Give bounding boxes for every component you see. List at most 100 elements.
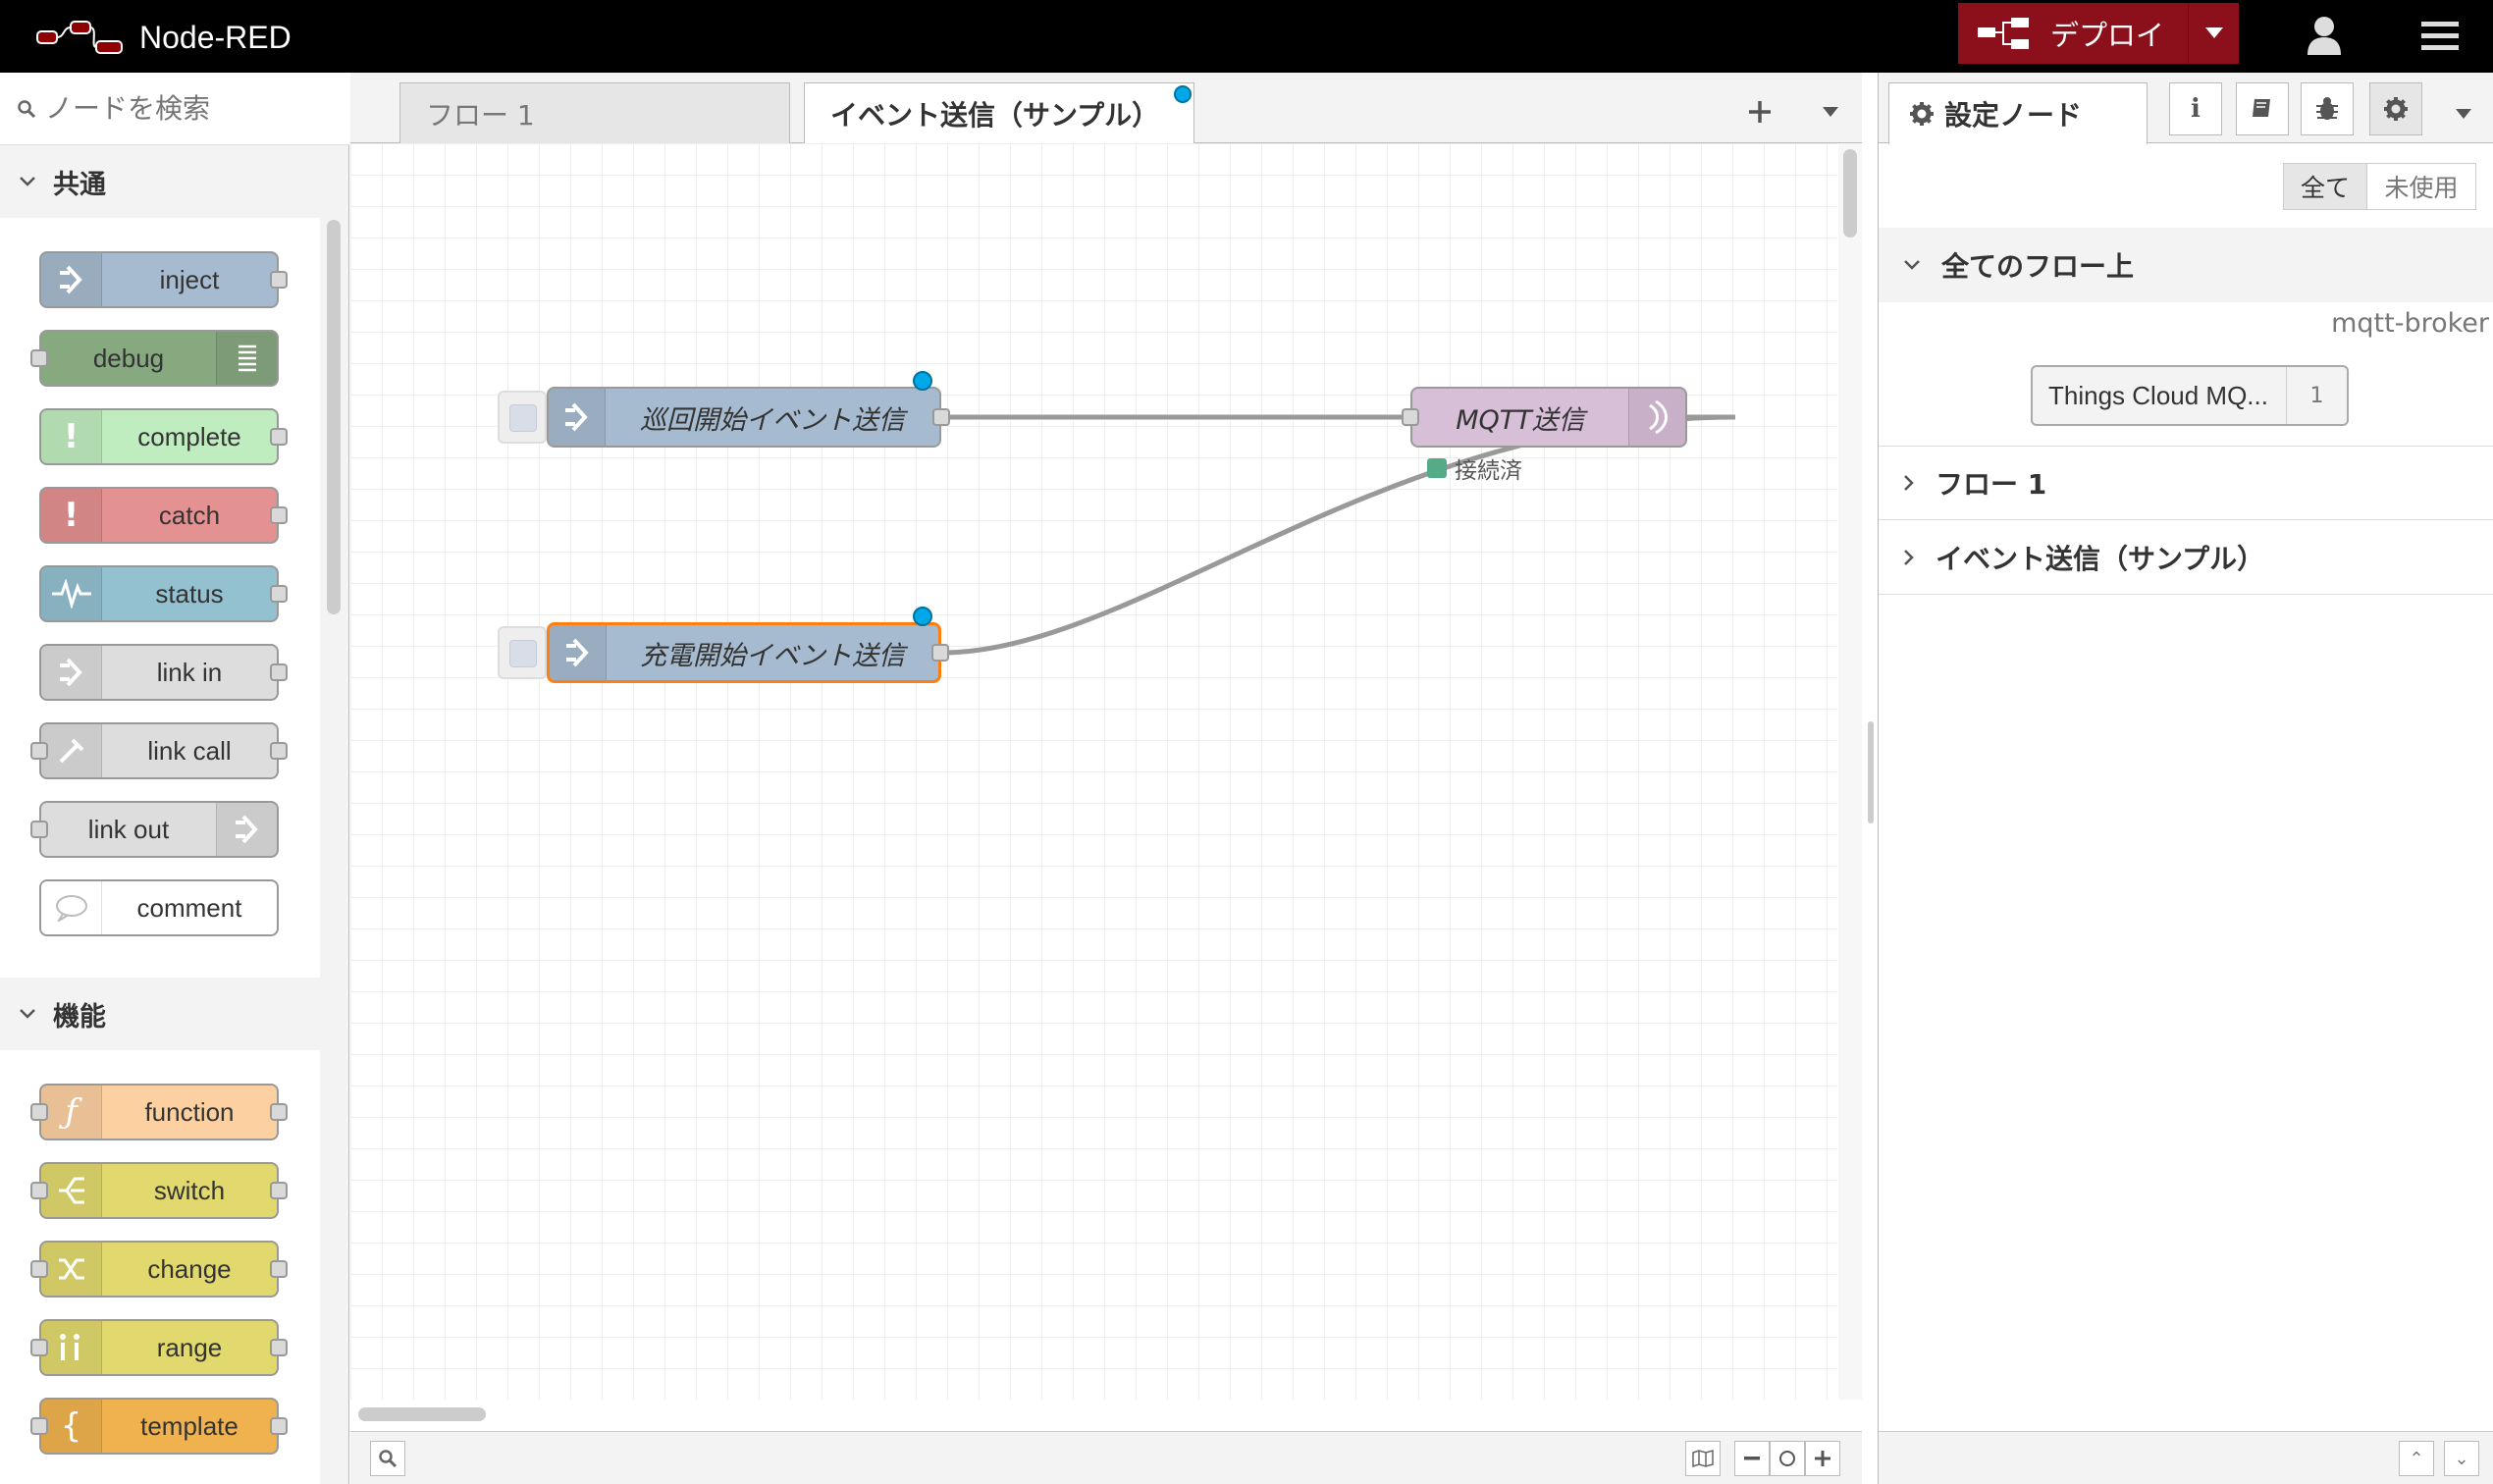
workspace-tabs: フロー 1 イベント送信（サンプル） [350, 73, 1862, 144]
search-flows-button[interactable] [370, 1441, 405, 1476]
palette-node-template[interactable]: { template [30, 1398, 288, 1455]
deploy-icon [1978, 18, 2029, 49]
config-node-usage-count: 1 [2286, 367, 2347, 424]
input-port [30, 742, 48, 760]
tab-changed-indicator [1174, 85, 1192, 103]
palette-node-debug[interactable]: debug [30, 330, 279, 387]
user-button[interactable] [2301, 12, 2348, 59]
section-label: イベント送信（サンプル） [1936, 542, 2265, 575]
flow-node-mqtt-out[interactable]: MQTT送信 [1402, 387, 1687, 448]
input-port[interactable] [1402, 408, 1419, 426]
palette-node-link-out[interactable]: link out [30, 801, 279, 858]
gear-icon [1910, 102, 1934, 126]
link-call-icon [41, 724, 102, 777]
gear-icon [2384, 97, 2408, 121]
search-icon [379, 1450, 397, 1467]
sidebar-menu-button[interactable] [2446, 96, 2481, 132]
output-port [270, 1103, 288, 1121]
palette-node-label: link out [87, 814, 170, 844]
palette-node-comment[interactable]: comment [39, 879, 279, 936]
palette-node-function[interactable]: ƒ function [30, 1084, 288, 1140]
filter-all-button[interactable]: 全て [2283, 163, 2367, 210]
zoom-out-button[interactable] [1734, 1441, 1770, 1476]
double-chevron-down-icon: ⌄ [2454, 1448, 2469, 1469]
flow-node-label: MQTT送信 [1456, 404, 1585, 436]
pulse-icon [41, 567, 102, 620]
palette-node-inject[interactable]: inject [39, 251, 288, 308]
wires-layer [941, 414, 1736, 656]
canvas-vertical-scrollbar[interactable] [1838, 143, 1862, 1400]
info-tab-button[interactable]: i [2169, 82, 2222, 135]
palette-category-function[interactable]: 機能 [0, 978, 320, 1050]
output-port [270, 742, 288, 760]
output-port[interactable] [931, 644, 949, 662]
template-icon: { [41, 1400, 102, 1453]
input-port [30, 1260, 48, 1278]
add-flow-button[interactable] [1742, 94, 1777, 130]
app-title: Node-RED [139, 19, 292, 55]
caret-down-icon [1823, 107, 1838, 117]
palette-node-range[interactable]: range [30, 1319, 288, 1376]
palette-node-complete[interactable]: ! complete [39, 408, 288, 465]
config-type-label: mqtt-broker [2331, 308, 2489, 339]
palette-scrollbar[interactable] [327, 220, 341, 614]
deploy-menu-caret[interactable] [2188, 3, 2239, 64]
flow-canvas[interactable]: 巡回開始イベント送信 充電開始イベント送信 MQTT送信 接続済 [350, 143, 1836, 1400]
palette-node-label: function [144, 1096, 235, 1127]
tab-flow-1[interactable]: フロー 1 [399, 82, 790, 143]
palette-node-label: range [156, 1332, 223, 1362]
canvas-horizontal-scrollbar[interactable] [350, 1400, 1862, 1431]
palette-node-label: complete [137, 421, 241, 451]
palette-category-common[interactable]: 共通 [0, 145, 320, 218]
palette-node-link-in[interactable]: link in [39, 644, 288, 701]
main-menu-button[interactable] [2416, 12, 2464, 59]
flow-node-patrol-start-inject[interactable]: 巡回開始イベント送信 [547, 387, 950, 448]
palette-node-label: switch [153, 1175, 226, 1205]
chevron-right-icon [1904, 474, 1914, 491]
flow-node-label: 充電開始イベント送信 [640, 640, 905, 671]
palette-node-link-call[interactable]: link call [30, 722, 288, 779]
section-event-send-sample[interactable]: イベント送信（サンプル） [1879, 520, 2493, 595]
category-label: 共通 [53, 169, 106, 200]
input-port [30, 1182, 48, 1199]
flow-list-menu-button[interactable] [1813, 94, 1848, 130]
inject-trigger-button[interactable] [498, 626, 547, 679]
palette-node-label: template [140, 1410, 239, 1441]
palette-node-label: comment [136, 892, 242, 923]
info-icon: i [2191, 94, 2201, 124]
help-tab-button[interactable] [2236, 82, 2289, 135]
deploy-button[interactable]: デプロイ [1958, 3, 2239, 64]
section-all-flows[interactable]: 全てのフロー上 [1879, 228, 2493, 302]
inject-trigger-button[interactable] [498, 391, 547, 444]
section-label: 全てのフロー上 [1941, 250, 2135, 283]
zoom-in-button[interactable] [1805, 1441, 1840, 1476]
palette-node-catch[interactable]: ! catch [39, 487, 288, 544]
palette-search-input[interactable] [45, 92, 340, 125]
exclamation-icon: ! [41, 410, 102, 463]
collapse-all-button[interactable]: ⌃ [2399, 1441, 2434, 1476]
comment-icon [41, 881, 102, 934]
filter-unused-button[interactable]: 未使用 [2366, 163, 2476, 210]
debug-tab-button[interactable] [2301, 82, 2354, 135]
bridge-icon [1628, 389, 1685, 446]
palette-node-status[interactable]: status [39, 565, 288, 622]
navigator-button[interactable] [1685, 1441, 1721, 1476]
sidebar-resize-handle[interactable] [1868, 721, 1874, 823]
output-port[interactable] [932, 408, 950, 426]
category-label: 機能 [53, 1001, 106, 1033]
palette-node-label: status [155, 578, 224, 609]
expand-all-button[interactable]: ⌄ [2444, 1441, 2479, 1476]
tab-config-nodes[interactable]: 設定ノード [1888, 82, 2148, 144]
arrow-in-icon [550, 625, 607, 680]
palette-node-switch[interactable]: switch [30, 1162, 288, 1219]
status-text: 接続済 [1455, 458, 1522, 484]
arrow-in-icon [41, 253, 102, 306]
section-flow-1[interactable]: フロー 1 [1879, 446, 2493, 520]
config-node-things-cloud-mqtt[interactable]: Things Cloud MQ... 1 [2031, 365, 2349, 426]
tab-event-send-sample[interactable]: イベント送信（サンプル） [804, 82, 1194, 144]
input-port [30, 821, 48, 838]
zoom-reset-button[interactable] [1770, 1441, 1805, 1476]
flow-node-charge-start-inject[interactable]: 充電開始イベント送信 [547, 622, 949, 683]
palette-node-change[interactable]: change [30, 1241, 288, 1298]
config-nodes-tab-button[interactable] [2369, 82, 2422, 135]
